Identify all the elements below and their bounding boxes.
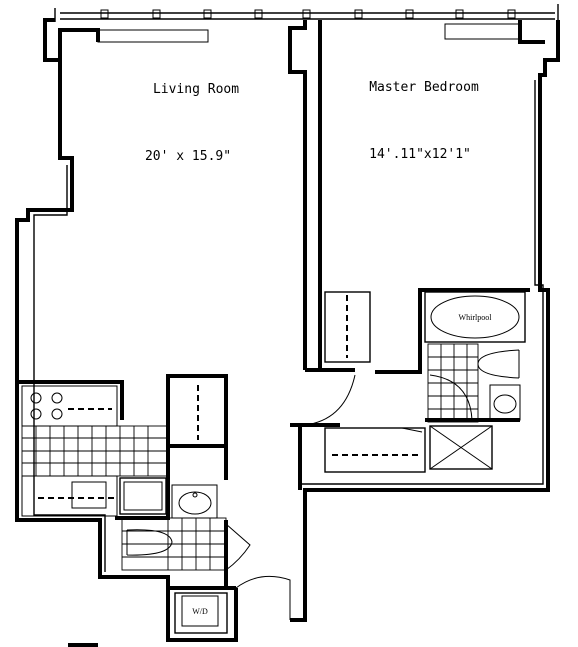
- master-bathroom: Whirlpool: [424, 291, 526, 470]
- washer-dryer-label: W/D: [192, 607, 208, 616]
- stove-burner-icon: [30, 392, 42, 404]
- master-sink-icon: [493, 394, 517, 414]
- whirlpool-label: Whirlpool: [459, 313, 493, 322]
- master-bedroom-dimensions: 14'.11"x12'1": [369, 147, 471, 162]
- outer-walls: [15, 18, 560, 642]
- whirlpool-tub-icon: [430, 295, 520, 339]
- shower-icon: [429, 425, 493, 470]
- living-room-label: Living Room: [153, 82, 239, 97]
- sink-icon: [178, 491, 212, 515]
- toilet-icon: [126, 529, 173, 556]
- kitchen-tiles: [21, 425, 168, 477]
- master-bedroom-label: Master Bedroom: [369, 80, 479, 95]
- bath-door-swing: [225, 523, 251, 571]
- stove-burner-icon: [51, 408, 63, 420]
- stove-burner-icon: [30, 408, 42, 420]
- scale-bar: [68, 643, 98, 647]
- bedroom-hall-closet: [324, 427, 426, 473]
- laundry-closet: W/D: [174, 592, 228, 634]
- interior-walls: [17, 20, 530, 590]
- stove-burner-icon: [51, 392, 63, 404]
- living-room-dimensions: 20' x 15.9": [145, 149, 231, 164]
- window-strip: [54, 4, 559, 22]
- door-swings: [235, 374, 356, 620]
- master-toilet-icon: [477, 349, 520, 379]
- hall-bathroom: [121, 484, 251, 571]
- kitchen-sink-icon: [71, 481, 107, 509]
- kitchen: [21, 385, 168, 517]
